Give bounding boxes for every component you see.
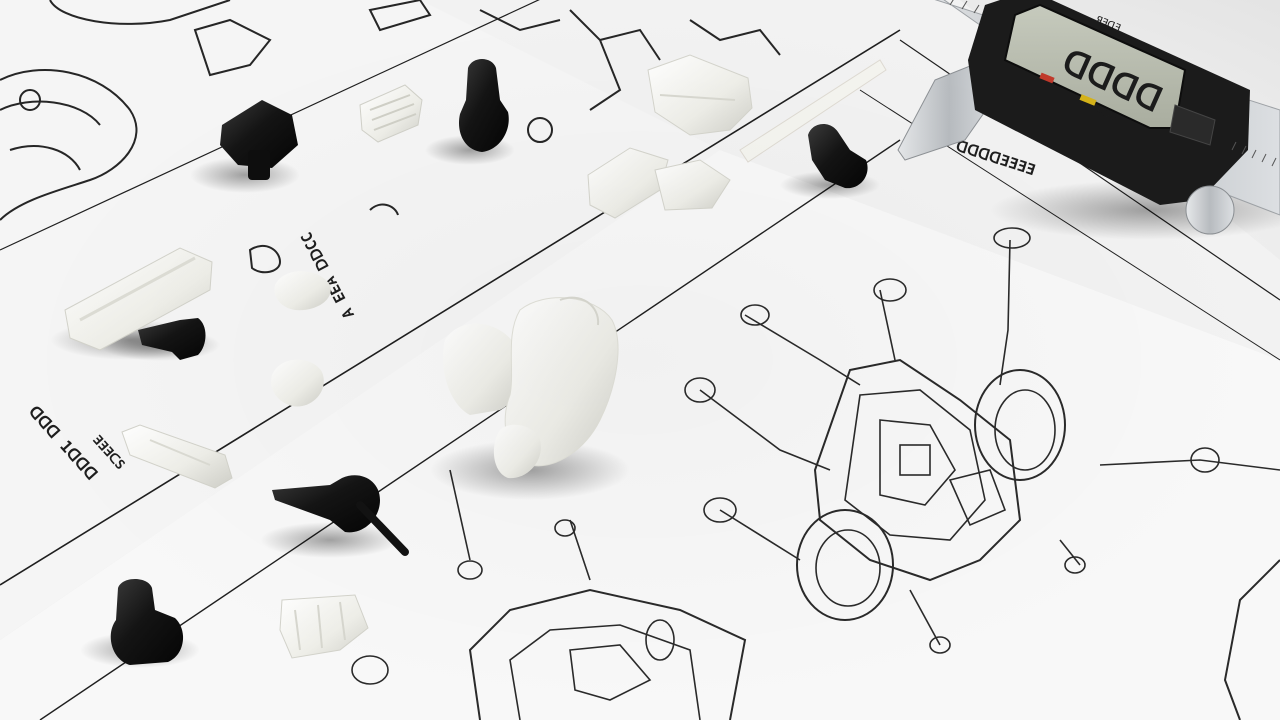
photo-canvas: ϽϽᗡᗡ ⱯƎƎ Ɐ ᗡᗡᗡ 1ᗡᗡᗡ ƎƎƎᑕS ᗡᗡᗡᗡƎƎƎƎ: [0, 0, 1280, 720]
vignette: [0, 0, 1280, 720]
photo-scene: ϽϽᗡᗡ ⱯƎƎ Ɐ ᗡᗡᗡ 1ᗡᗡᗡ ƎƎƎᑕS ᗡᗡᗡᗡƎƎƎƎ: [0, 0, 1280, 720]
